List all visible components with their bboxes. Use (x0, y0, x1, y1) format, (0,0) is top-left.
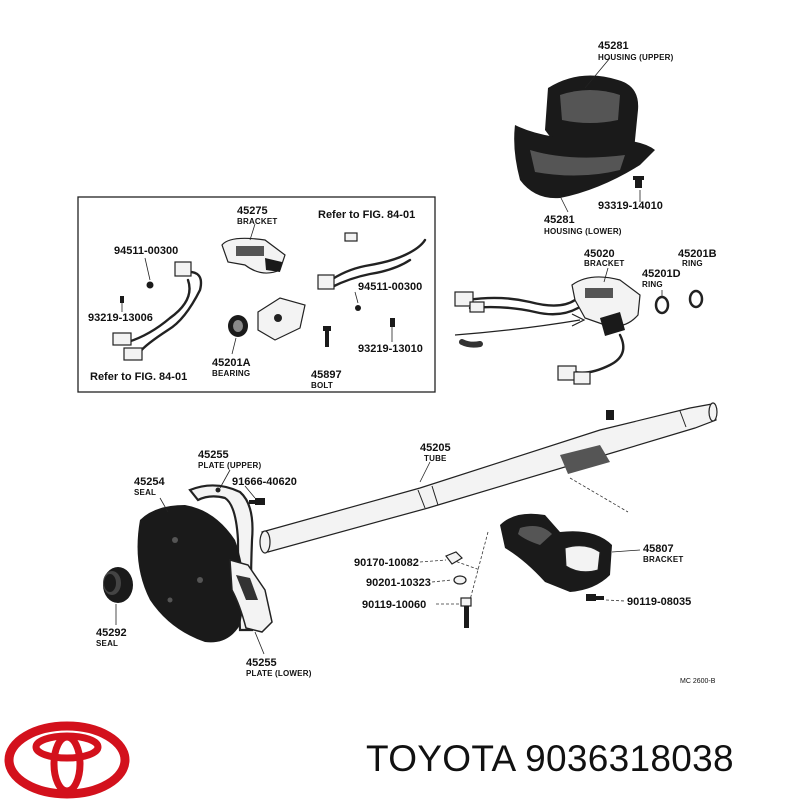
screw-93219a-part (120, 296, 124, 303)
bracket-plate-inset-part (257, 297, 306, 341)
label-45254-num: 45254 (134, 476, 165, 488)
housing-upper-part (545, 75, 639, 155)
label-93219a-num: 93219-13006 (88, 312, 153, 324)
label-45897-num: 45897 (311, 369, 342, 381)
bolt-90119a-part (460, 597, 472, 628)
label-45205-name: TUBE (424, 454, 447, 463)
dashed-connector-1 (569, 477, 629, 513)
label-91666-num: 91666-40620 (232, 476, 297, 488)
label-45020-name: BRACKET (584, 259, 625, 268)
leader-45807 (611, 549, 641, 553)
ring-45201d-part (654, 295, 670, 315)
label-45201b-name: RING (682, 259, 703, 268)
diagram-code: MC 2600-B (680, 678, 716, 685)
label-94511a-num: 94511-00300 (114, 245, 178, 257)
label-90119b-num: 90119-08035 (627, 596, 691, 608)
label-45275-num: 45275 (237, 205, 268, 217)
bolt-91666-part (249, 498, 265, 505)
inset-box (77, 196, 436, 393)
label-45281u-num: 45281 (598, 40, 629, 52)
label-45897-name: BOLT (311, 381, 333, 390)
label-90201-num: 90201-10323 (366, 577, 431, 589)
seal-45292-part (103, 567, 133, 603)
label-45254-name: SEAL (134, 488, 156, 497)
leader-45020 (603, 267, 609, 283)
label-45255l-num: 45255 (246, 657, 277, 669)
wire-harness-right (317, 232, 427, 290)
leader-45201a (231, 337, 237, 355)
seal-45254-part (137, 505, 244, 643)
nut-90170-part (445, 551, 463, 565)
bolt-90119b-part (586, 594, 604, 601)
ref-fig-left: Refer to FIG. 84-01 (90, 371, 187, 383)
clip-94511a-part (146, 281, 154, 289)
screw-93319-part (633, 176, 644, 188)
brand-caption: TOYOTA 9036318038 (366, 738, 734, 780)
leader-45281l (559, 195, 569, 213)
label-45807-num: 45807 (643, 543, 674, 555)
label-45201d-num: 45201D (642, 268, 681, 280)
label-45275-name: BRACKET (237, 217, 278, 226)
bracket-45020-part (571, 276, 641, 336)
clip-94511b-part (355, 305, 361, 311)
bracket-45807-part (500, 513, 612, 592)
label-45201a-num: 45201A (212, 357, 251, 369)
brand-name: TOYOTA (366, 738, 515, 779)
leader-91666 (244, 485, 256, 499)
bracket-45275-part (221, 237, 286, 274)
connection-arrow (454, 319, 581, 336)
label-45201a-name: BEARING (212, 369, 250, 378)
label-45255l-name: PLATE (LOWER) (246, 669, 312, 678)
label-93319-num: 93319-14010 (598, 200, 663, 212)
label-45205-num: 45205 (420, 442, 451, 454)
label-45201b-num: 45201B (678, 248, 717, 260)
leader-94511b (354, 291, 359, 304)
label-45281u-name: HOUSING (UPPER) (598, 53, 674, 62)
plate-45255-lower-part (229, 558, 273, 633)
wire-harness-left (112, 261, 203, 361)
screw-93219b-part (390, 318, 395, 327)
leader-45275 (249, 223, 256, 241)
leader-45255u (219, 469, 231, 489)
ref-fig-right: Refer to FIG. 84-01 (318, 209, 415, 221)
label-45255u-name: PLATE (UPPER) (198, 461, 261, 470)
leader-90170 (419, 559, 447, 563)
leader-45281u (584, 57, 611, 89)
label-45201d-name: RING (642, 280, 663, 289)
housing-lower-part (514, 125, 655, 199)
tube-45205-part (259, 402, 718, 554)
label-94511b-num: 94511-00300 (358, 281, 422, 293)
leader-45205 (419, 461, 431, 483)
wire-harness-right-assembly (454, 291, 625, 385)
label-45292-name: SEAL (96, 639, 118, 648)
part-number: 9036318038 (525, 738, 734, 779)
plate-45255-upper-part (188, 484, 254, 632)
label-90170-num: 90170-10082 (354, 557, 419, 569)
bolt-45897-part (323, 326, 331, 347)
leader-90119b (605, 599, 626, 602)
label-45255u-num: 45255 (198, 449, 229, 461)
label-45292-num: 45292 (96, 627, 127, 639)
bearing-45201a-part (228, 315, 248, 337)
leader-90201 (431, 579, 453, 583)
washer-90201-part (453, 575, 467, 585)
label-45807-name: BRACKET (643, 555, 684, 564)
ring-45201b-part (688, 289, 704, 309)
label-45020-num: 45020 (584, 248, 615, 260)
leader-45255l (254, 631, 265, 655)
leader-94511a (144, 257, 151, 281)
label-93219b-num: 93219-13010 (358, 343, 423, 355)
leader-45254 (159, 497, 169, 513)
label-45281l-num: 45281 (544, 214, 575, 226)
label-45281l-name: HOUSING (LOWER) (544, 227, 622, 236)
toyota-logo-icon (4, 721, 130, 799)
dashed-connector-2 (469, 531, 489, 601)
label-90119a-num: 90119-10060 (362, 599, 426, 611)
